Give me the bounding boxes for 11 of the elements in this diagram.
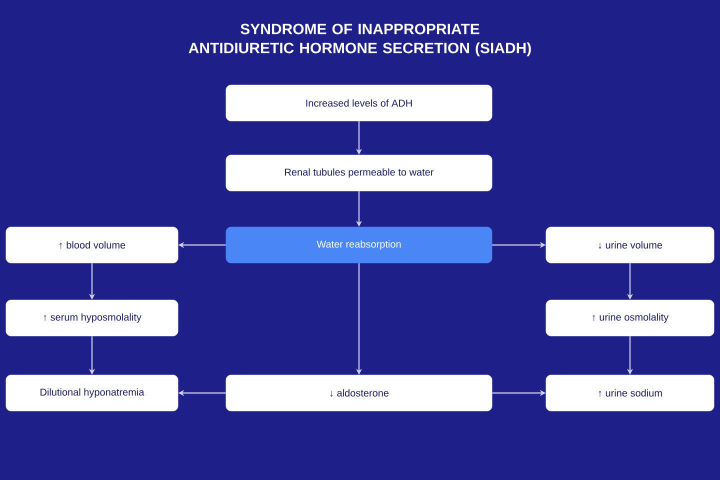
- process-box: ↓ urine volume: [546, 226, 714, 264]
- process-box: ↑ serum hyposmolality: [6, 300, 178, 336]
- process-box: Renal tubules permeable to water: [226, 154, 492, 192]
- process-box: ↓ aldosterone: [226, 374, 492, 412]
- process-box: ↑ urine osmolality: [546, 300, 714, 336]
- process-box: Increased levels of ADH: [226, 84, 492, 122]
- process-box: ↑ urine sodium: [546, 374, 714, 412]
- process-box: Dilutional hyponatremia: [6, 374, 178, 412]
- highlighted-box: Water reabsorption: [226, 226, 492, 264]
- process-box: ↑ blood volume: [6, 226, 178, 264]
- title: SYNDROME OF INAPPROPRIATE ANTIDIURETIC HORMONE SECRETION (SIADH): [188, 24, 531, 56]
